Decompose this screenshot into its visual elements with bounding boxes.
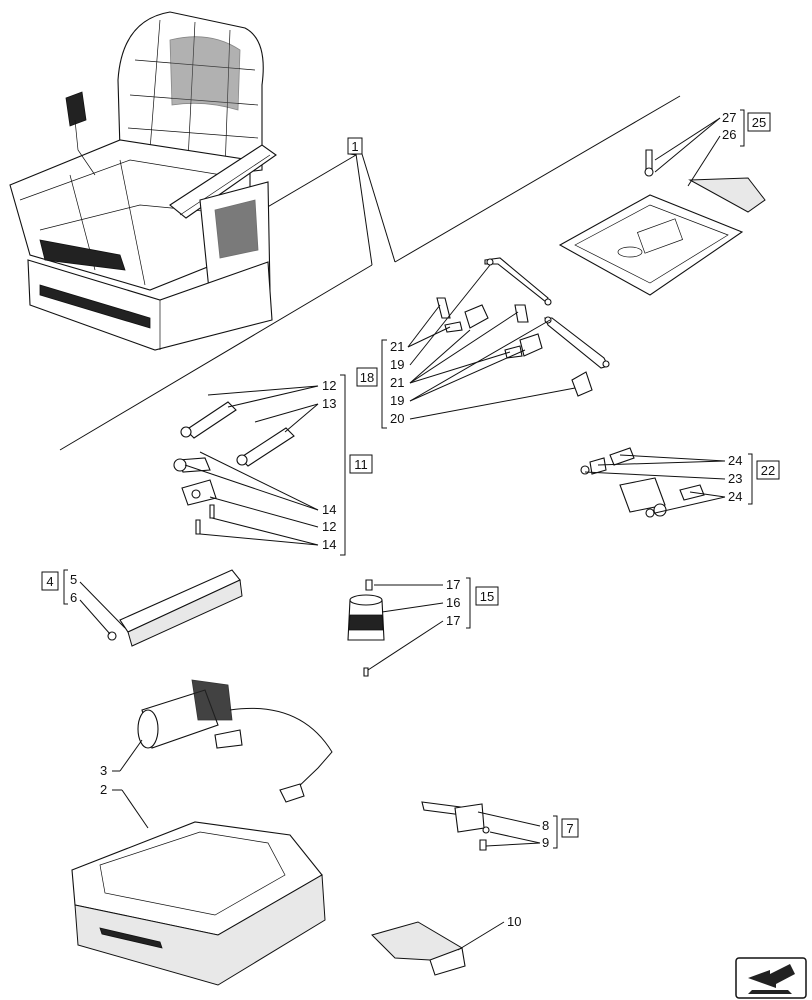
callout-9-label: 9 xyxy=(542,835,549,850)
callout-24a-label: 24 xyxy=(728,453,742,468)
seat-assembly xyxy=(9,11,277,351)
callout-18-label: 18 xyxy=(360,370,374,385)
callout-22-label: 22 xyxy=(761,463,775,478)
callout-7-label: 7 xyxy=(566,821,573,836)
callout-12b-label: 12 xyxy=(322,519,336,534)
callout-22-group: 22 24 23 24 xyxy=(584,453,780,514)
callout-15-label: 15 xyxy=(480,589,494,604)
rail-part xyxy=(107,569,243,647)
callout-16-label: 16 xyxy=(446,595,460,610)
callout-15-group: 15 17 16 17 xyxy=(367,577,499,671)
callout-26-label: 26 xyxy=(722,127,736,142)
floor-plate-part xyxy=(558,149,766,296)
callout-27-label: 27 xyxy=(722,110,736,125)
knob-part xyxy=(347,579,385,677)
callout-6-label: 6 xyxy=(70,590,77,605)
callout-7-group: 7 8 9 xyxy=(477,811,579,850)
callout-25-group: 25 27 26 xyxy=(654,109,771,187)
callout-4-label: 4 xyxy=(46,574,53,589)
compressor-part xyxy=(137,679,333,803)
callout-19b-label: 19 xyxy=(390,393,404,408)
callout-13-label: 13 xyxy=(322,396,336,411)
callout-3-label: 3 xyxy=(100,763,107,778)
plate-part xyxy=(371,921,466,976)
brackets-part xyxy=(436,257,610,397)
callout-19a-label: 19 xyxy=(390,357,404,372)
callout-1-group: 1 xyxy=(347,137,396,266)
callout-10-group: 10 xyxy=(457,914,521,951)
seat-base-part xyxy=(71,821,326,986)
callout-5-label: 5 xyxy=(70,572,77,587)
callout-25-label: 25 xyxy=(752,115,766,130)
callout-24b-label: 24 xyxy=(728,489,742,504)
callout-2-label: 2 xyxy=(100,782,107,797)
gas-springs-part xyxy=(173,401,295,535)
callout-2-group: 2 xyxy=(100,782,149,829)
callout-23-label: 23 xyxy=(728,471,742,486)
callout-4-group: 4 5 6 xyxy=(41,569,126,635)
callout-12a-label: 12 xyxy=(322,378,336,393)
next-page-arrow-icon[interactable] xyxy=(735,957,807,999)
callout-11-label: 11 xyxy=(354,457,368,472)
callout-20-label: 20 xyxy=(390,411,404,426)
callout-3-group: 3 xyxy=(100,739,143,778)
callout-8-label: 8 xyxy=(542,818,549,833)
callout-14b-label: 14 xyxy=(322,537,336,552)
callout-14a-label: 14 xyxy=(322,502,336,517)
callout-21a-label: 21 xyxy=(390,339,404,354)
callout-18-group: 18 21 19 21 19 20 xyxy=(356,264,576,429)
switch-part xyxy=(421,801,490,851)
callout-17b-label: 17 xyxy=(446,613,460,628)
callout-1-label: 1 xyxy=(351,139,358,154)
callout-17a-label: 17 xyxy=(446,577,460,592)
callout-21b-label: 21 xyxy=(390,375,404,390)
callout-10-label: 10 xyxy=(507,914,521,929)
callout-11-group: 11 12 13 14 12 14 xyxy=(184,374,373,556)
